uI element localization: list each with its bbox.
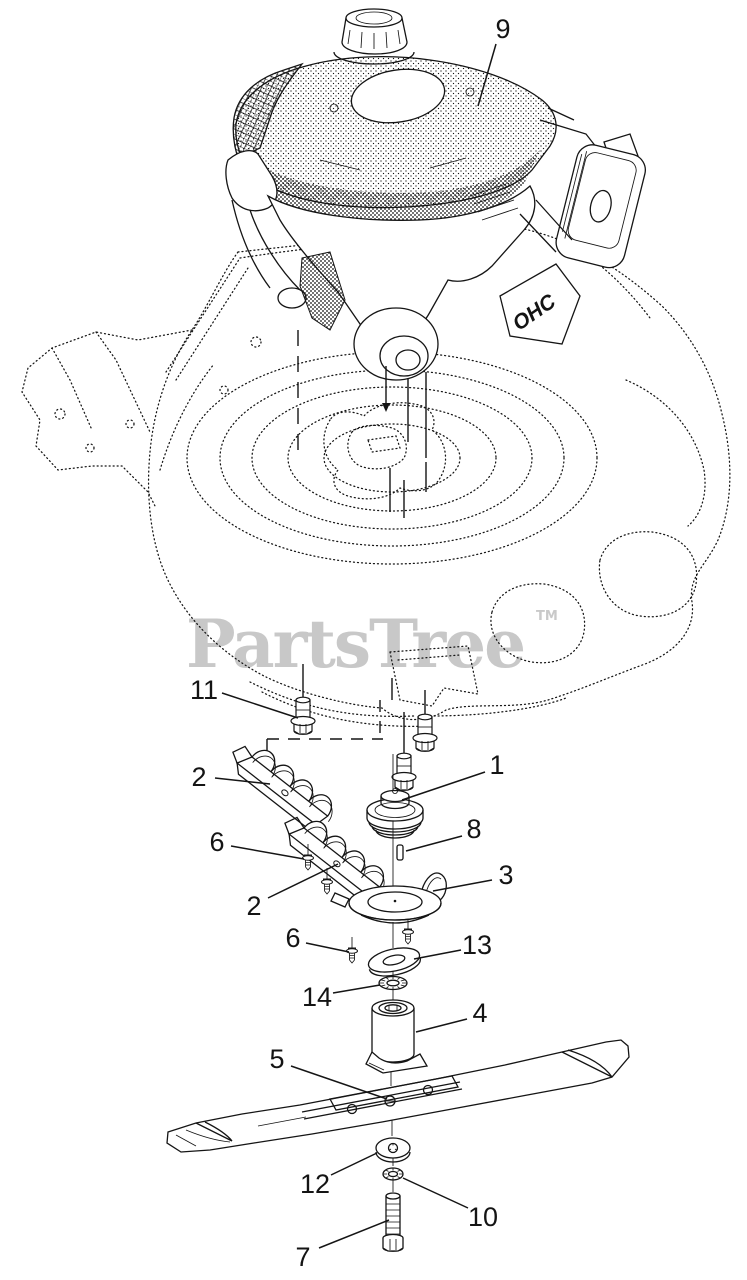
callout-7: 7 bbox=[295, 1219, 390, 1272]
part-3-blade-holder bbox=[330, 872, 447, 924]
callout-6-label: 6 bbox=[285, 923, 300, 953]
part-2-blade-adapter bbox=[223, 733, 341, 837]
callout-4-label: 4 bbox=[472, 998, 487, 1028]
deck-outline bbox=[147, 227, 731, 721]
callout-9-label: 9 bbox=[495, 14, 510, 44]
callout-6a: 6 bbox=[209, 827, 305, 860]
callout-3: 3 bbox=[432, 860, 514, 892]
callout-5: 5 bbox=[269, 1044, 388, 1100]
air-box bbox=[225, 149, 278, 212]
callout-10: 10 bbox=[402, 1177, 498, 1232]
deck-center-plate bbox=[323, 402, 447, 500]
fuel-cap bbox=[333, 8, 415, 65]
part-11-bolt bbox=[391, 752, 417, 792]
callout-12-label: 12 bbox=[300, 1169, 330, 1199]
projection-lines bbox=[266, 330, 427, 762]
callout-6b: 6 bbox=[285, 923, 350, 953]
callout-9: 9 bbox=[477, 14, 511, 107]
part-8-key bbox=[396, 844, 404, 861]
callout-14-label: 14 bbox=[302, 982, 332, 1012]
callout-10-label: 10 bbox=[468, 1202, 498, 1232]
watermark: PartsTree TM bbox=[186, 605, 558, 683]
deck-left-bracket bbox=[21, 329, 193, 509]
callout-4: 4 bbox=[415, 998, 488, 1033]
callout-13: 13 bbox=[413, 930, 492, 960]
watermark-text: PartsTree bbox=[186, 605, 524, 683]
part-12-washer bbox=[375, 1137, 411, 1163]
part-1-pulley bbox=[366, 788, 424, 839]
part-10-lock-washer bbox=[382, 1167, 404, 1181]
part-11-bolt bbox=[290, 696, 316, 736]
parts bbox=[166, 696, 630, 1252]
callout-7-label: 7 bbox=[295, 1242, 310, 1272]
recoil-grille bbox=[232, 62, 304, 166]
crankcase bbox=[266, 184, 536, 353]
part-14-ring bbox=[378, 975, 408, 991]
engine-shroud-band bbox=[250, 150, 540, 229]
part-4-sleeve bbox=[365, 999, 429, 1074]
callout-11-label: 11 bbox=[190, 675, 218, 705]
ohc-plate bbox=[499, 263, 581, 345]
callout-2-label: 2 bbox=[246, 891, 261, 921]
callout-14: 14 bbox=[302, 982, 381, 1012]
callout-8: 8 bbox=[405, 814, 482, 852]
deck-dome-rings bbox=[186, 351, 598, 565]
part-13-washer bbox=[367, 947, 421, 977]
watermark-tm: TM bbox=[536, 609, 558, 624]
callout-2a: 2 bbox=[191, 762, 271, 792]
callout-1: 1 bbox=[401, 750, 505, 801]
muffler bbox=[555, 144, 646, 269]
callout-12: 12 bbox=[300, 1152, 378, 1199]
part-6-screw bbox=[346, 936, 358, 964]
callout-2b: 2 bbox=[246, 863, 339, 921]
callout-6-label: 6 bbox=[209, 827, 224, 857]
callout-13-label: 13 bbox=[462, 930, 492, 960]
callout-11: 11 bbox=[190, 675, 299, 719]
callouts: 9 11 2 1 8 6 2 3 bbox=[190, 14, 514, 1272]
part-7-bolt bbox=[382, 1192, 404, 1252]
part-11-bolt bbox=[412, 713, 438, 753]
callout-5-label: 5 bbox=[269, 1044, 284, 1074]
callout-8-label: 8 bbox=[466, 814, 481, 844]
callout-3-label: 3 bbox=[498, 860, 513, 890]
callout-2-label: 2 bbox=[191, 762, 206, 792]
callout-1-label: 1 bbox=[489, 750, 504, 780]
air-cleaner-cover bbox=[350, 68, 446, 124]
part-5-blade bbox=[166, 1039, 630, 1153]
engine: OHC bbox=[225, 8, 646, 381]
